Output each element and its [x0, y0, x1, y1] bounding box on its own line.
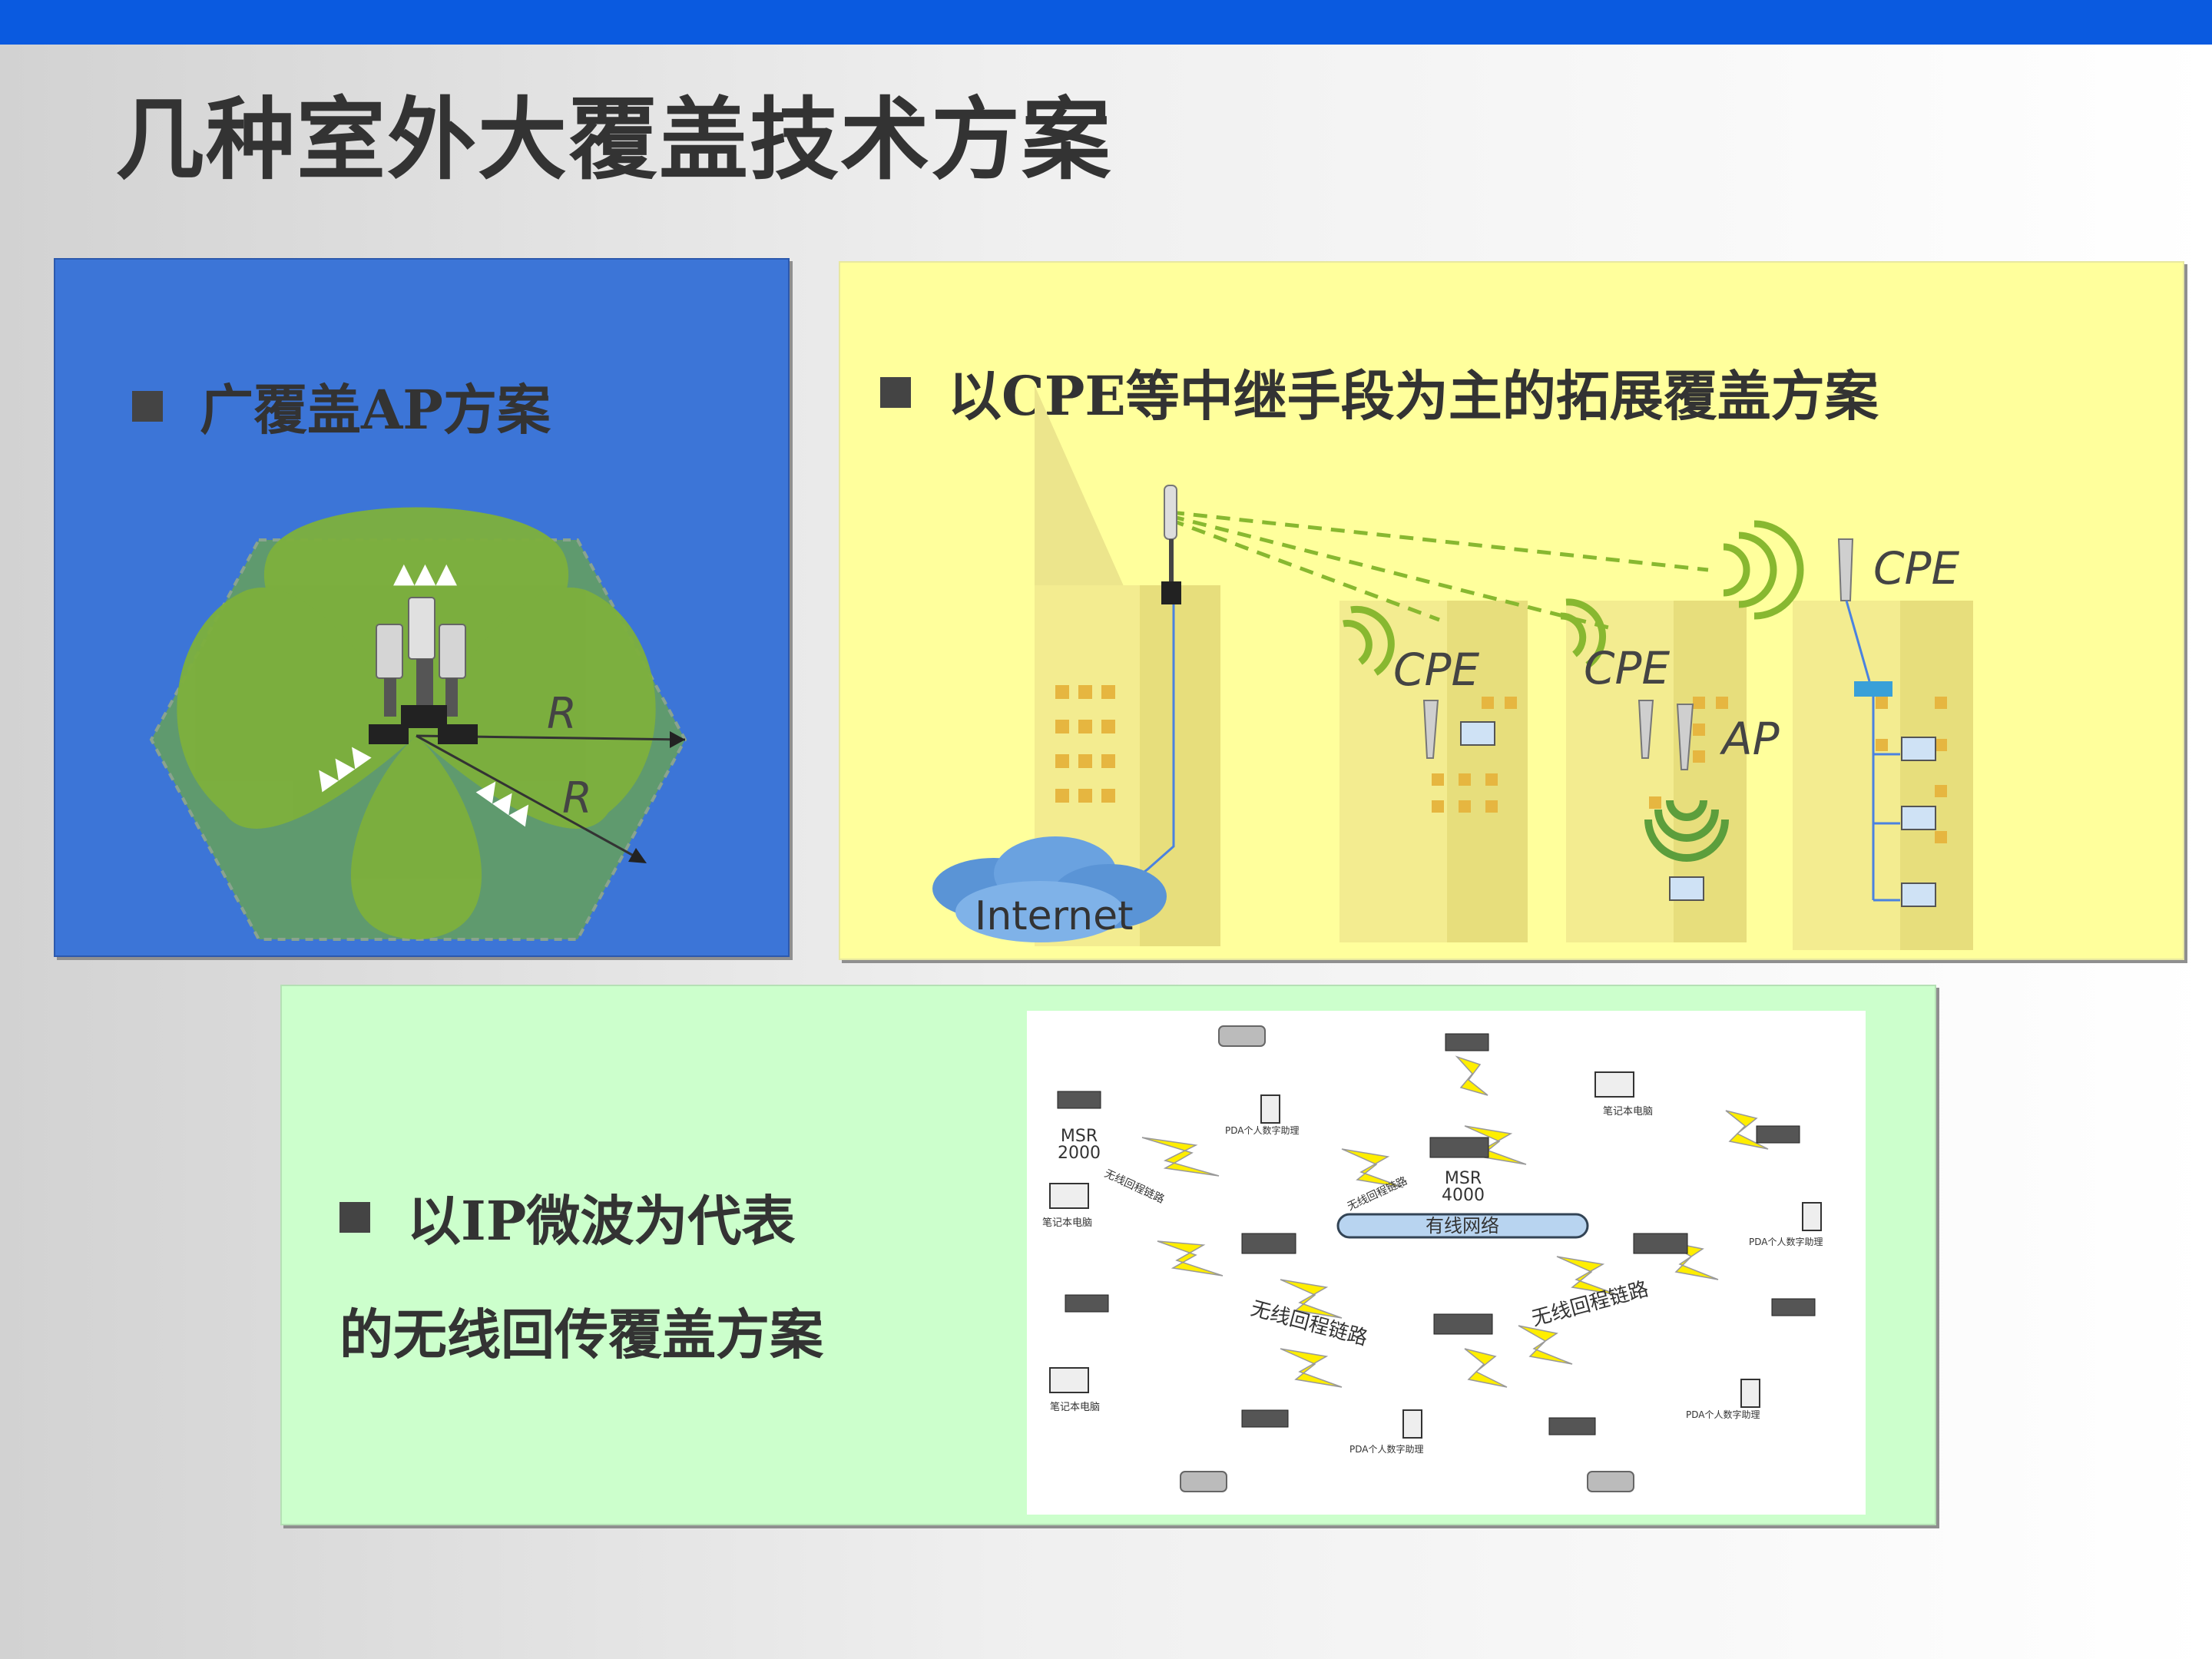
laptop-icon	[1594, 1071, 1634, 1098]
router-icon	[1241, 1233, 1296, 1254]
cpe-panel: 以CPE等中继手段为主的拓展覆盖方案	[839, 261, 2184, 960]
cpe-device-icon	[1837, 538, 1854, 601]
cpe-label: CPE	[1584, 642, 1670, 694]
router-icons	[1057, 1033, 1816, 1435]
signal-arrows-icon: ▲▲▲	[393, 558, 457, 589]
router-icon	[1548, 1417, 1596, 1435]
lightning-icon	[1157, 1240, 1224, 1277]
pda-icon	[1260, 1094, 1280, 1124]
lightning-icon	[1455, 1055, 1488, 1096]
backhaul-link-label: 无线回程链路	[1102, 1167, 1166, 1206]
laptop-icon	[1901, 806, 1936, 830]
cpe-device-icon	[1637, 700, 1654, 759]
lightning-icon	[1518, 1325, 1573, 1365]
ip-microwave-heading-line2: 的无线回传覆盖方案	[339, 1303, 823, 1366]
camera-icon	[1218, 1025, 1266, 1047]
radius-label: R	[547, 689, 577, 739]
cpe-label: CPE	[1873, 542, 1959, 594]
cpe-relay-diagram: Internet CPE CPE CPE AP	[932, 386, 1973, 950]
msr4000-label: MSR	[1445, 1169, 1482, 1188]
camera-icon	[1180, 1471, 1227, 1492]
msr4000-router-icon	[1429, 1137, 1489, 1158]
bullet-square-icon	[339, 1201, 370, 1233]
msr2000-label: MSR	[1061, 1127, 1098, 1146]
wired-network-pipe	[1336, 1213, 1589, 1239]
laptop-icon	[1049, 1183, 1089, 1209]
cpe-heading: 以CPE等中继手段为主的拓展覆盖方案	[880, 353, 1879, 431]
pda-label: PDA个人数字助理	[1686, 1409, 1760, 1420]
lightning-icon	[1464, 1125, 1527, 1165]
ap-device-icon	[1676, 704, 1694, 770]
msr2000-label: 2000	[1058, 1144, 1101, 1163]
ip-microwave-heading: 以IP微波为代表	[339, 1178, 795, 1256]
laptop-label: 笔记本电脑	[1603, 1105, 1653, 1118]
laptop-label: 笔记本电脑	[1042, 1217, 1092, 1229]
lightning-icon	[1141, 1137, 1220, 1177]
pda-icon	[1740, 1379, 1760, 1408]
pda-icon	[1402, 1409, 1422, 1439]
wide-ap-panel: 广覆盖AP方案 R R ▲▲▲ ▲▲▲ ▲▲▲	[54, 258, 790, 957]
ip-microwave-panel: 以IP微波为代表 的无线回传覆盖方案 有线网络	[280, 985, 1936, 1525]
top-bar	[0, 0, 2212, 45]
bullet-square-icon	[132, 390, 163, 422]
cpe-device-icon	[1422, 700, 1439, 759]
switch-icon	[1854, 681, 1892, 697]
msr4000-label: 4000	[1442, 1186, 1485, 1205]
pda-icon	[1802, 1202, 1822, 1231]
laptop-icon	[1460, 721, 1495, 746]
router-icon	[1057, 1091, 1101, 1109]
laptop-icon	[1669, 876, 1704, 901]
cpe-label: CPE	[1393, 644, 1479, 696]
lightning-icon	[1725, 1110, 1769, 1150]
lightning-icon	[1280, 1348, 1343, 1388]
laptop-label: 笔记本电脑	[1050, 1401, 1100, 1413]
main-antenna-icon	[1161, 485, 1181, 604]
camera-icon	[1587, 1471, 1634, 1492]
backhaul-link-label: 无线回程链路	[1248, 1297, 1369, 1350]
lightning-icon	[1341, 1148, 1404, 1188]
internet-cloud-icon	[932, 836, 1167, 942]
router-icon	[1756, 1125, 1800, 1144]
radius-label: R	[562, 773, 592, 823]
pda-label: PDA个人数字助理	[1749, 1236, 1823, 1247]
backhaul-network-diagram: 有线网络	[1027, 1011, 1866, 1515]
antenna-tower-icon	[369, 597, 478, 744]
lightning-icon	[1556, 1256, 1619, 1296]
pda-label: PDA个人数字助理	[1349, 1443, 1423, 1455]
router-icon	[1433, 1313, 1493, 1335]
router-icon	[1771, 1298, 1816, 1316]
internet-label: Internet	[975, 893, 1133, 939]
lightning-icon	[1464, 1348, 1508, 1388]
lightning-icon	[1280, 1279, 1343, 1319]
router-icon	[1445, 1033, 1489, 1051]
laptop-icon	[1049, 1367, 1089, 1393]
laptop-icon	[1901, 882, 1936, 907]
router-icon	[1633, 1233, 1688, 1254]
ap-label: AP	[1719, 713, 1780, 765]
lightning-icon	[1664, 1240, 1719, 1280]
wide-ap-coverage-diagram: R R ▲▲▲ ▲▲▲ ▲▲▲	[149, 507, 687, 941]
wide-ap-heading: 广覆盖AP方案	[132, 367, 551, 445]
laptop-icon	[1901, 737, 1936, 761]
bullet-square-icon	[880, 376, 911, 408]
pda-label: PDA个人数字助理	[1225, 1124, 1299, 1136]
router-icon	[1065, 1294, 1109, 1313]
wired-network-label: 有线网络	[1426, 1215, 1499, 1237]
router-icon	[1241, 1409, 1289, 1428]
slide-title: 几种室外大覆盖技术方案	[115, 88, 1112, 192]
